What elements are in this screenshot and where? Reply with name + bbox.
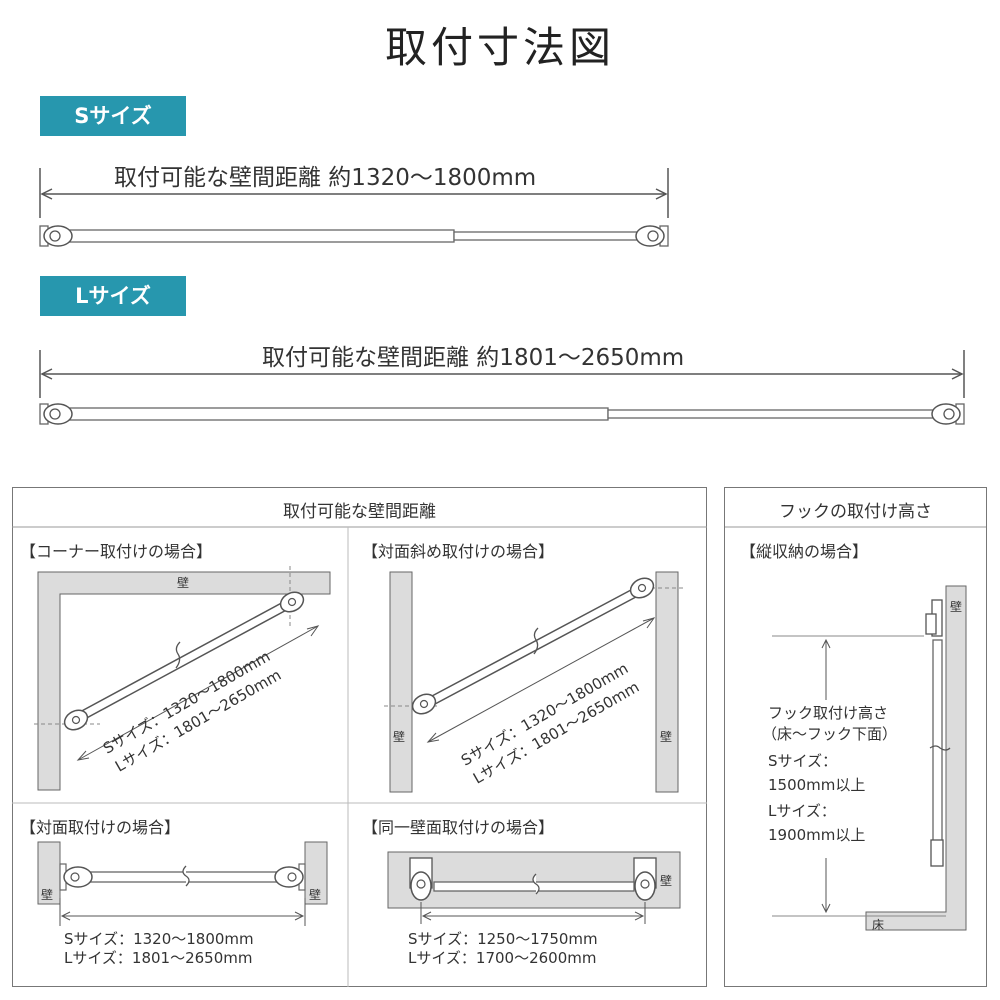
same-wall-label: 壁 [660,874,673,888]
l-size-rod [39,403,965,425]
hook-height-s-label: Sサイズ： [768,752,838,770]
hook-height-panel-header: フックの取付け高さ [779,502,932,522]
s-size-rod [39,225,669,247]
facing-wall-right-label: 壁 [309,888,322,902]
diagonal-wall-right-label: 壁 [660,730,673,744]
vertical-floor-label: 床 [872,918,885,932]
diagonal-wall-left-label: 壁 [393,730,406,744]
s-size-badge: Sサイズ [40,96,186,136]
hook-height-l-value: 1900mm以上 [768,826,866,844]
wall-distance-panel [12,487,707,987]
hook-height-panel [724,487,987,987]
l-size-badge: Lサイズ [40,276,186,316]
wall-distance-panel-header: 取付可能な壁間距離 [283,502,436,522]
hook-height-s-value: 1500mm以上 [768,776,866,794]
same-wall-s-range: Sサイズ：1250～1750mm [408,930,598,948]
vertical-section-label: 【縦収納の場合】 [740,542,869,561]
hook-height-line1: フック取付け高さ [768,704,889,722]
l-size-dimension-arrow [39,350,965,398]
s-size-dimension: 取付可能な壁間距離 約1320～1800mm [114,165,537,191]
s-size-dimension-arrow [39,168,669,218]
hook-height-line2: （床～フック下面） [762,725,898,743]
l-size-dimension: 取付可能な壁間距離 約1801～2650mm [262,345,685,371]
same-wall-section-label: 【同一壁面取付けの場合】 [362,818,555,837]
vertical-wall-label: 壁 [950,600,963,614]
corner-section-label: 【コーナー取付けの場合】 [20,542,213,561]
same-wall-l-range: Lサイズ：1700～2600mm [408,949,597,967]
page-title: 取付寸法図 [384,23,615,72]
diagonal-section-label: 【対面斜め取付けの場合】 [362,542,555,561]
facing-l-range: Lサイズ：1801～2650mm [64,949,253,967]
facing-section-label: 【対面取付けの場合】 [20,818,181,837]
facing-wall-left-label: 壁 [41,888,54,902]
facing-s-range: Sサイズ：1320～1800mm [64,930,254,948]
corner-wall-label: 壁 [177,576,190,590]
hook-height-l-label: Lサイズ： [768,802,836,820]
